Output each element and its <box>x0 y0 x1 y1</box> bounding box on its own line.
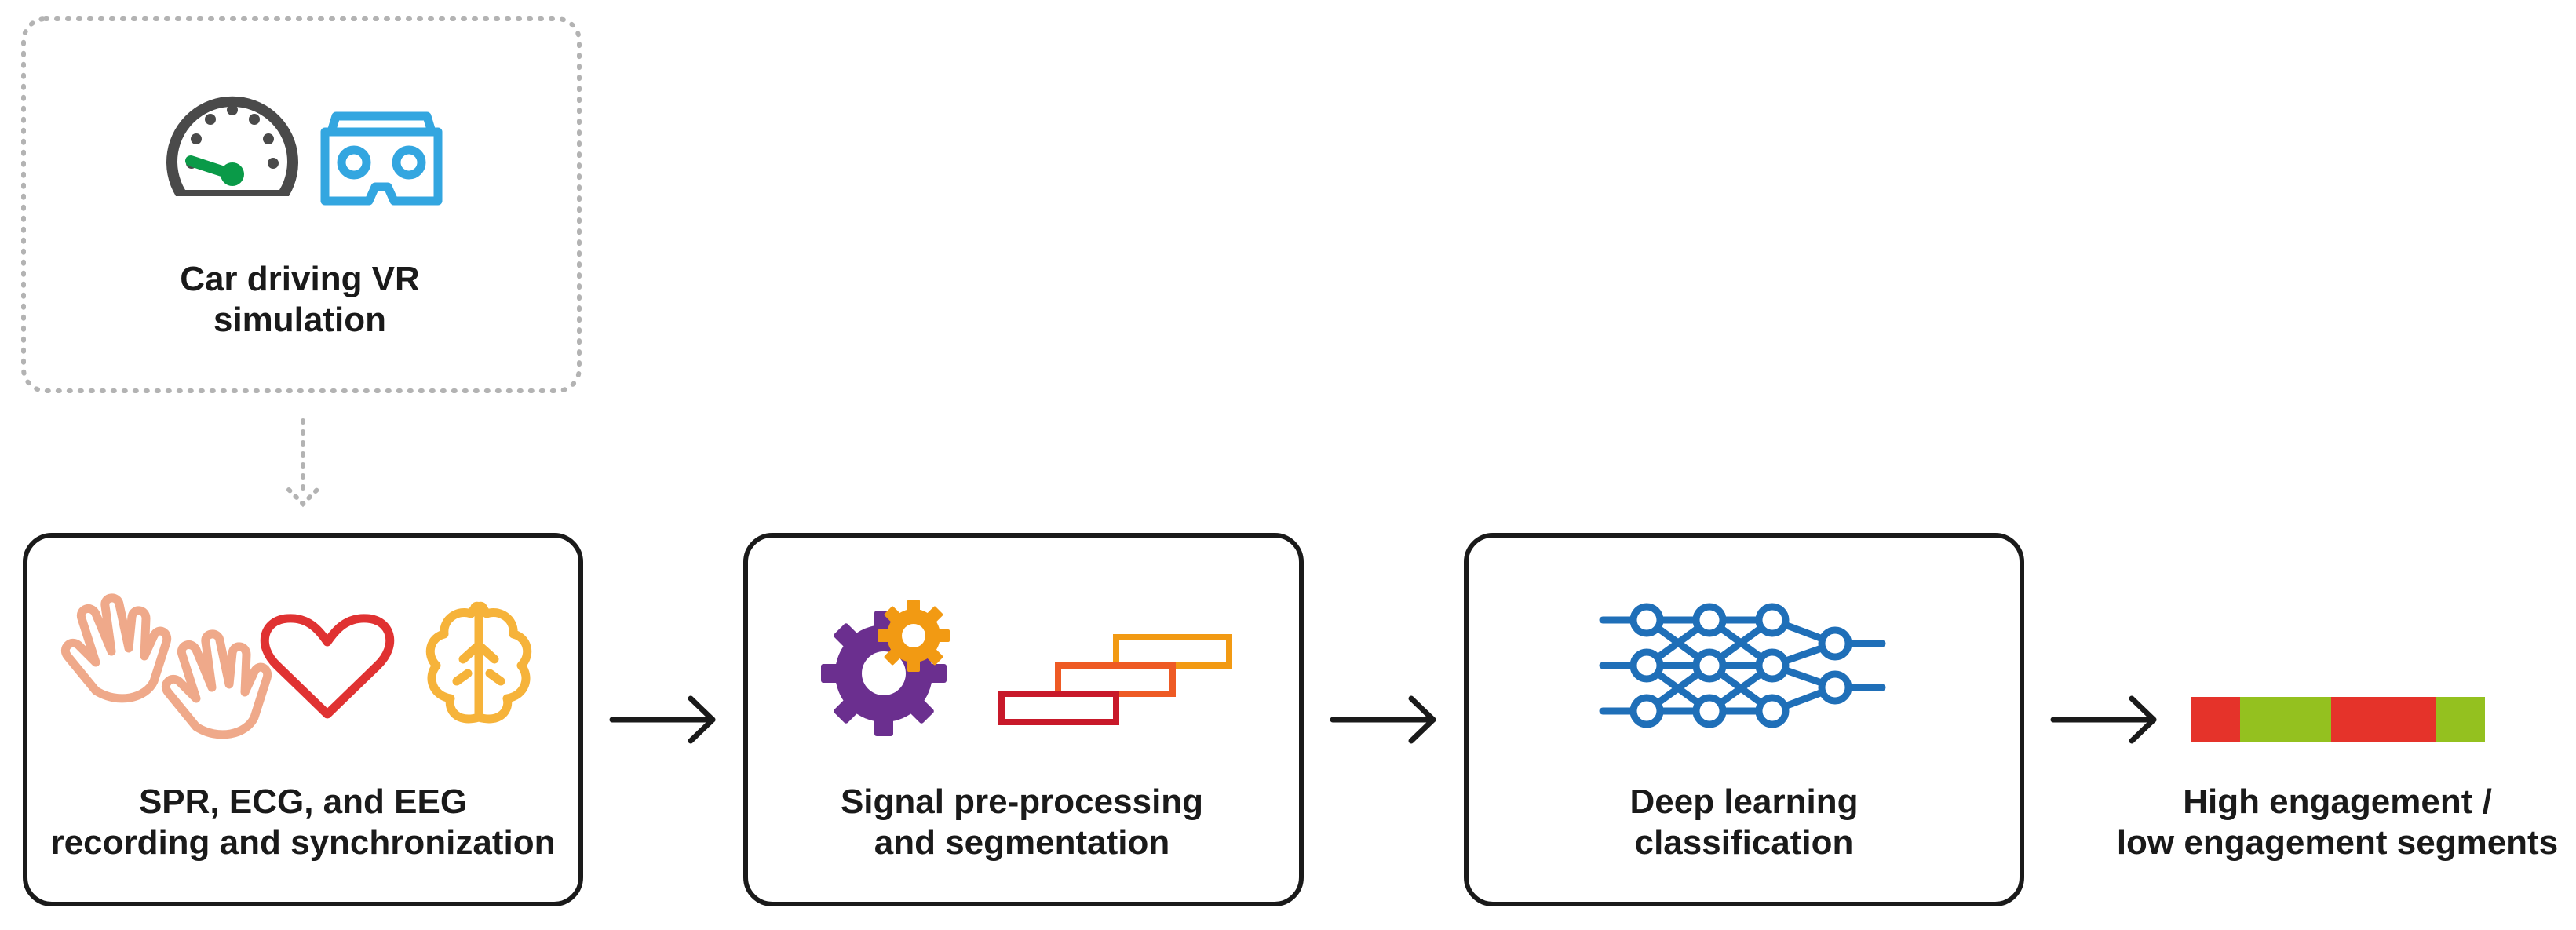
recording-label-line2: recording and synchronization <box>51 823 556 862</box>
neural-network-icon <box>1599 603 1886 728</box>
gears-icon <box>821 600 950 736</box>
output-label-line2: low engagement segments <box>2117 823 2558 862</box>
recording-box <box>23 533 583 906</box>
processing-label-line2: and segmentation <box>874 823 1170 862</box>
brain-icon <box>425 601 532 724</box>
hands-icon <box>60 593 272 739</box>
engagement-bar-icon <box>2191 697 2485 742</box>
speedometer-icon <box>166 96 298 196</box>
arrow-recording-to-processing <box>609 695 716 744</box>
output-label-line1: High engagement / <box>2183 782 2492 821</box>
arrow-processing-to-classification <box>1330 695 1436 744</box>
simulation-box <box>21 16 582 393</box>
segments-icon <box>998 634 1232 725</box>
dotted-down-arrow <box>286 418 319 508</box>
simulation-label-line1: Car driving VR <box>180 260 420 298</box>
vr-headset-icon <box>320 111 443 206</box>
classification-label-line2: classification <box>1635 823 1854 862</box>
arrow-classification-to-output <box>2050 695 2157 744</box>
processing-box <box>743 533 1304 906</box>
recording-label-line1: SPR, ECG, and EEG <box>139 782 467 821</box>
classification-label-line1: Deep learning <box>1630 782 1859 821</box>
processing-label-line1: Signal pre-processing <box>841 782 1203 821</box>
simulation-label-line2: simulation <box>213 301 386 339</box>
heart-icon <box>260 614 395 719</box>
classification-box <box>1464 533 2024 906</box>
